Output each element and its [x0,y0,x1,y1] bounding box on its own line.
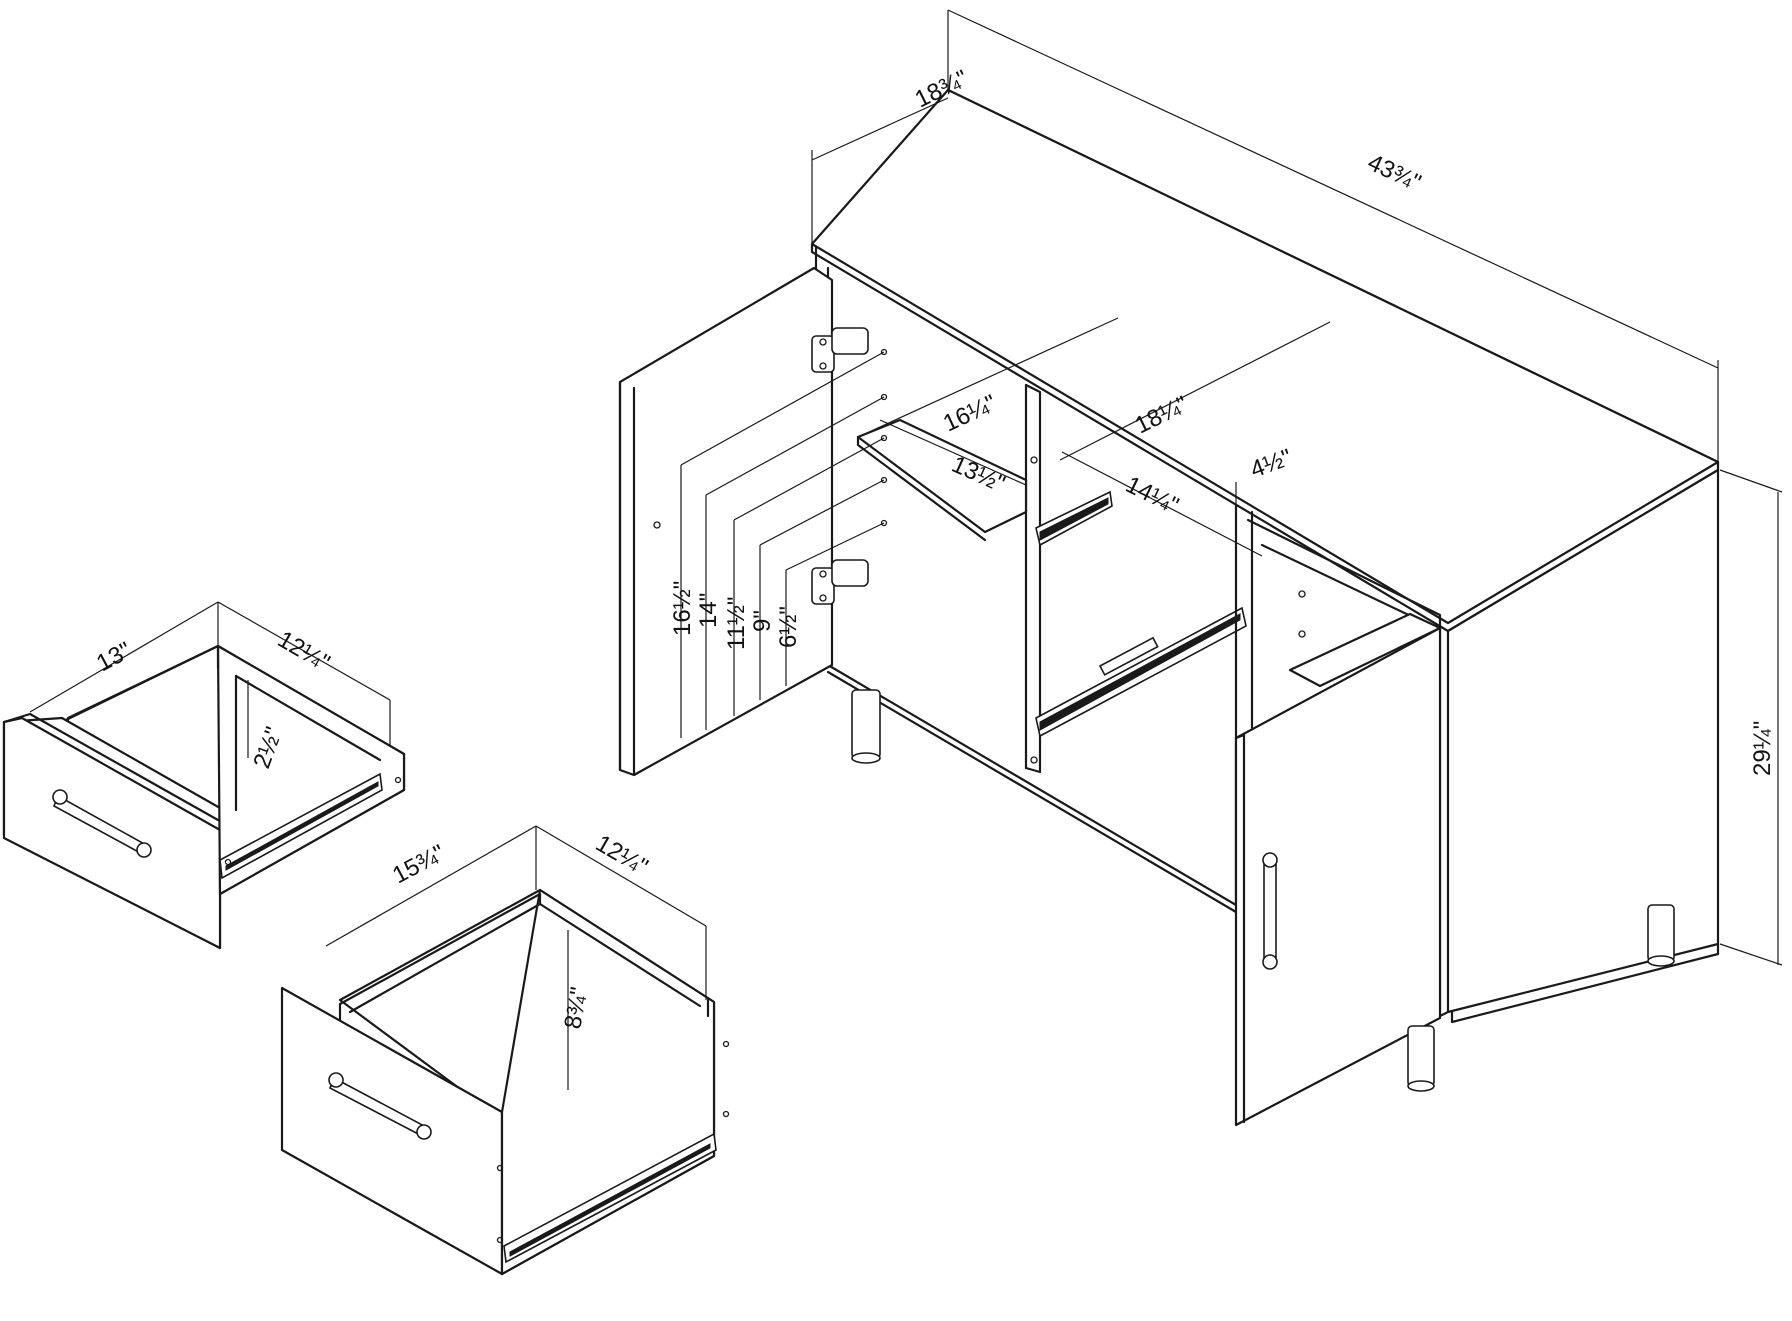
width-label: 43¾" [1363,149,1424,197]
cabinet-drawer-slide-lower [1035,606,1247,738]
cabinet [618,88,1720,1127]
small-drawer-slide-icon [219,772,383,880]
hole-11-5-label: 11½" [723,597,750,650]
hole-14-label: 14" [695,593,722,628]
right-door [1234,626,1442,1127]
hole-6-5-label: 6½" [775,606,802,648]
height-label: 29¼" [1749,721,1776,776]
cabinet-drawer-slide-upper [1035,490,1113,547]
main-dimension-lines [680,9,1783,966]
hinge-lower-icon [811,559,869,605]
center-divider [1024,383,1042,774]
shelf-depth-left-label: 16¼" [939,390,1000,438]
hole-9-label: 9" [749,610,776,632]
adjustable-shelf [856,418,1028,534]
hinge-upper-icon [811,327,869,373]
left-door [618,266,834,777]
door-handle-icon [1262,852,1278,970]
shelf-width-right-label: 14¼" [1121,471,1182,519]
hole-16-5-label: 16½" [669,581,696,636]
large-drawer-width-label: 15¾" [388,840,449,890]
small-drawer-handle-icon [52,789,152,858]
small-drawer [2,601,406,950]
top-panel [810,88,1720,625]
leg-back-right [1647,904,1675,967]
bottom-panel [826,663,1238,914]
leg-front-left [851,689,881,764]
large-drawer-slide-icon [503,1132,717,1264]
large-drawer [280,825,730,1276]
large-drawer-depth-label: 12¼" [591,830,652,881]
leg-front-right [1407,1025,1435,1092]
large-drawer-handle-icon [328,1072,432,1140]
small-drawer-depth-label: 12¼" [273,626,334,677]
